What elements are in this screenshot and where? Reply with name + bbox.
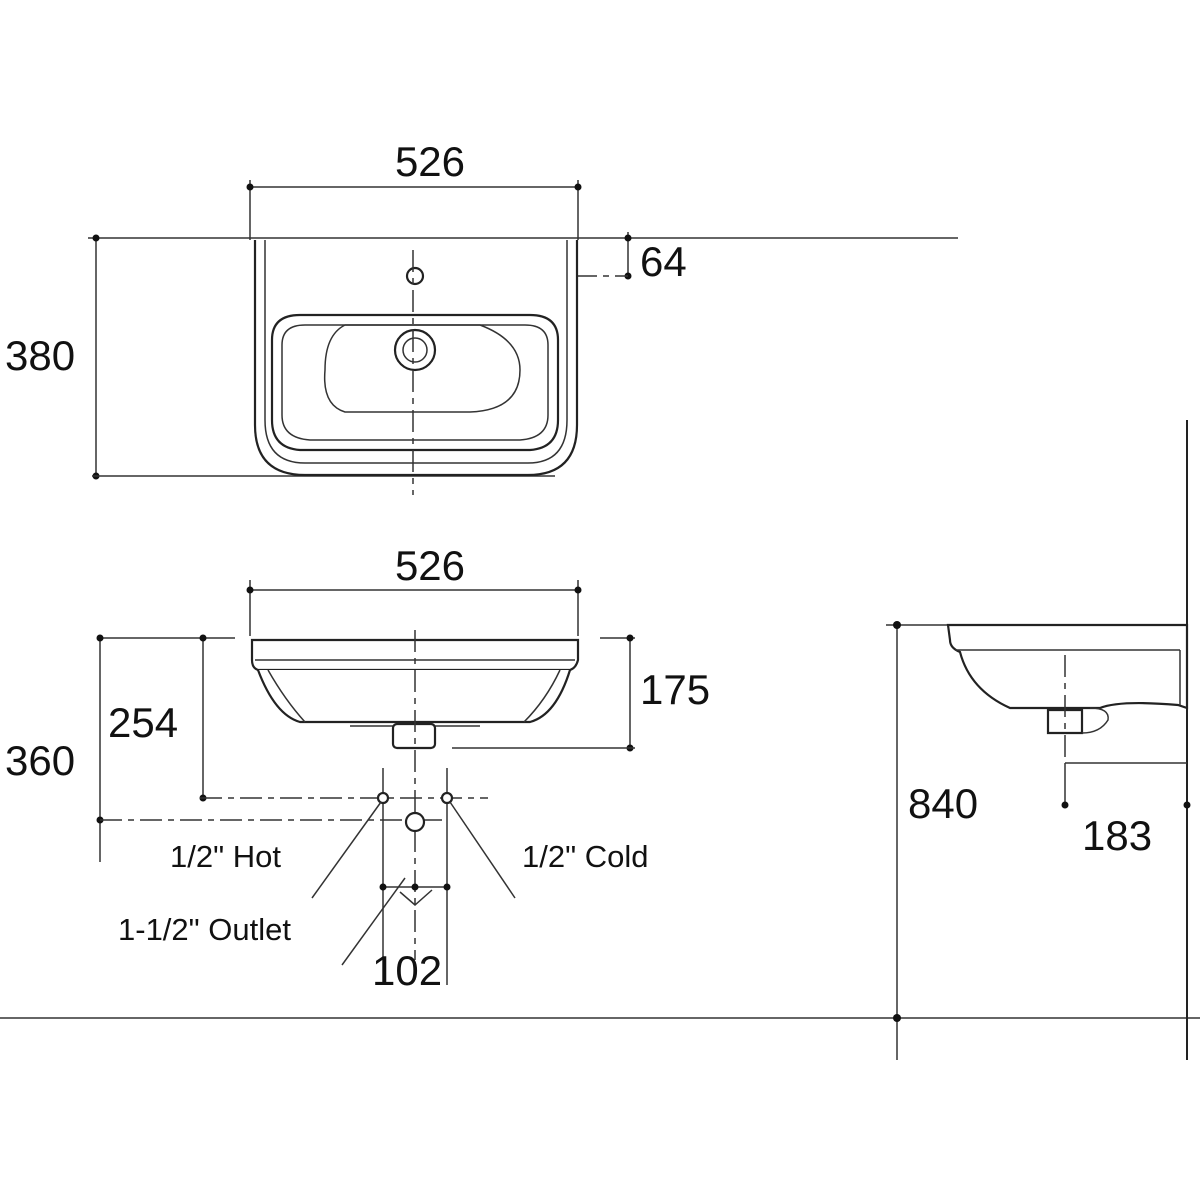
spacing-label: 102 [372, 947, 442, 994]
front-view: 526 360 254 175 1/2" Hot 1/2" Co [5, 542, 710, 994]
top-depth-label: 380 [5, 332, 75, 379]
rim-height-label: 840 [908, 780, 978, 827]
supply-height-label: 254 [108, 699, 178, 746]
top-width-label: 526 [395, 138, 465, 185]
outlet-icon [404, 811, 426, 833]
top-view: 526 380 64 [5, 138, 958, 495]
drain-icon [393, 328, 437, 372]
outlet-label: 1-1/2" Outlet [118, 912, 291, 947]
hot-supply-icon [376, 791, 390, 805]
side-view: 840 183 [886, 420, 1191, 1060]
tap-hole-icon [405, 266, 425, 286]
hot-label: 1/2" Hot [170, 839, 281, 874]
bowl-outline [270, 313, 560, 452]
side-basin [946, 623, 1189, 710]
cold-supply-icon [440, 791, 454, 805]
front-width-label: 526 [395, 542, 465, 589]
front-bowl [256, 669, 572, 724]
outlet-spigot [391, 722, 437, 750]
total-height-label: 360 [5, 737, 75, 784]
projection-label: 183 [1082, 812, 1152, 859]
cold-label: 1/2" Cold [522, 839, 648, 874]
basin-bowl [323, 324, 521, 413]
tap-offset-label: 64 [640, 238, 687, 285]
basin-depth-label: 175 [640, 666, 710, 713]
